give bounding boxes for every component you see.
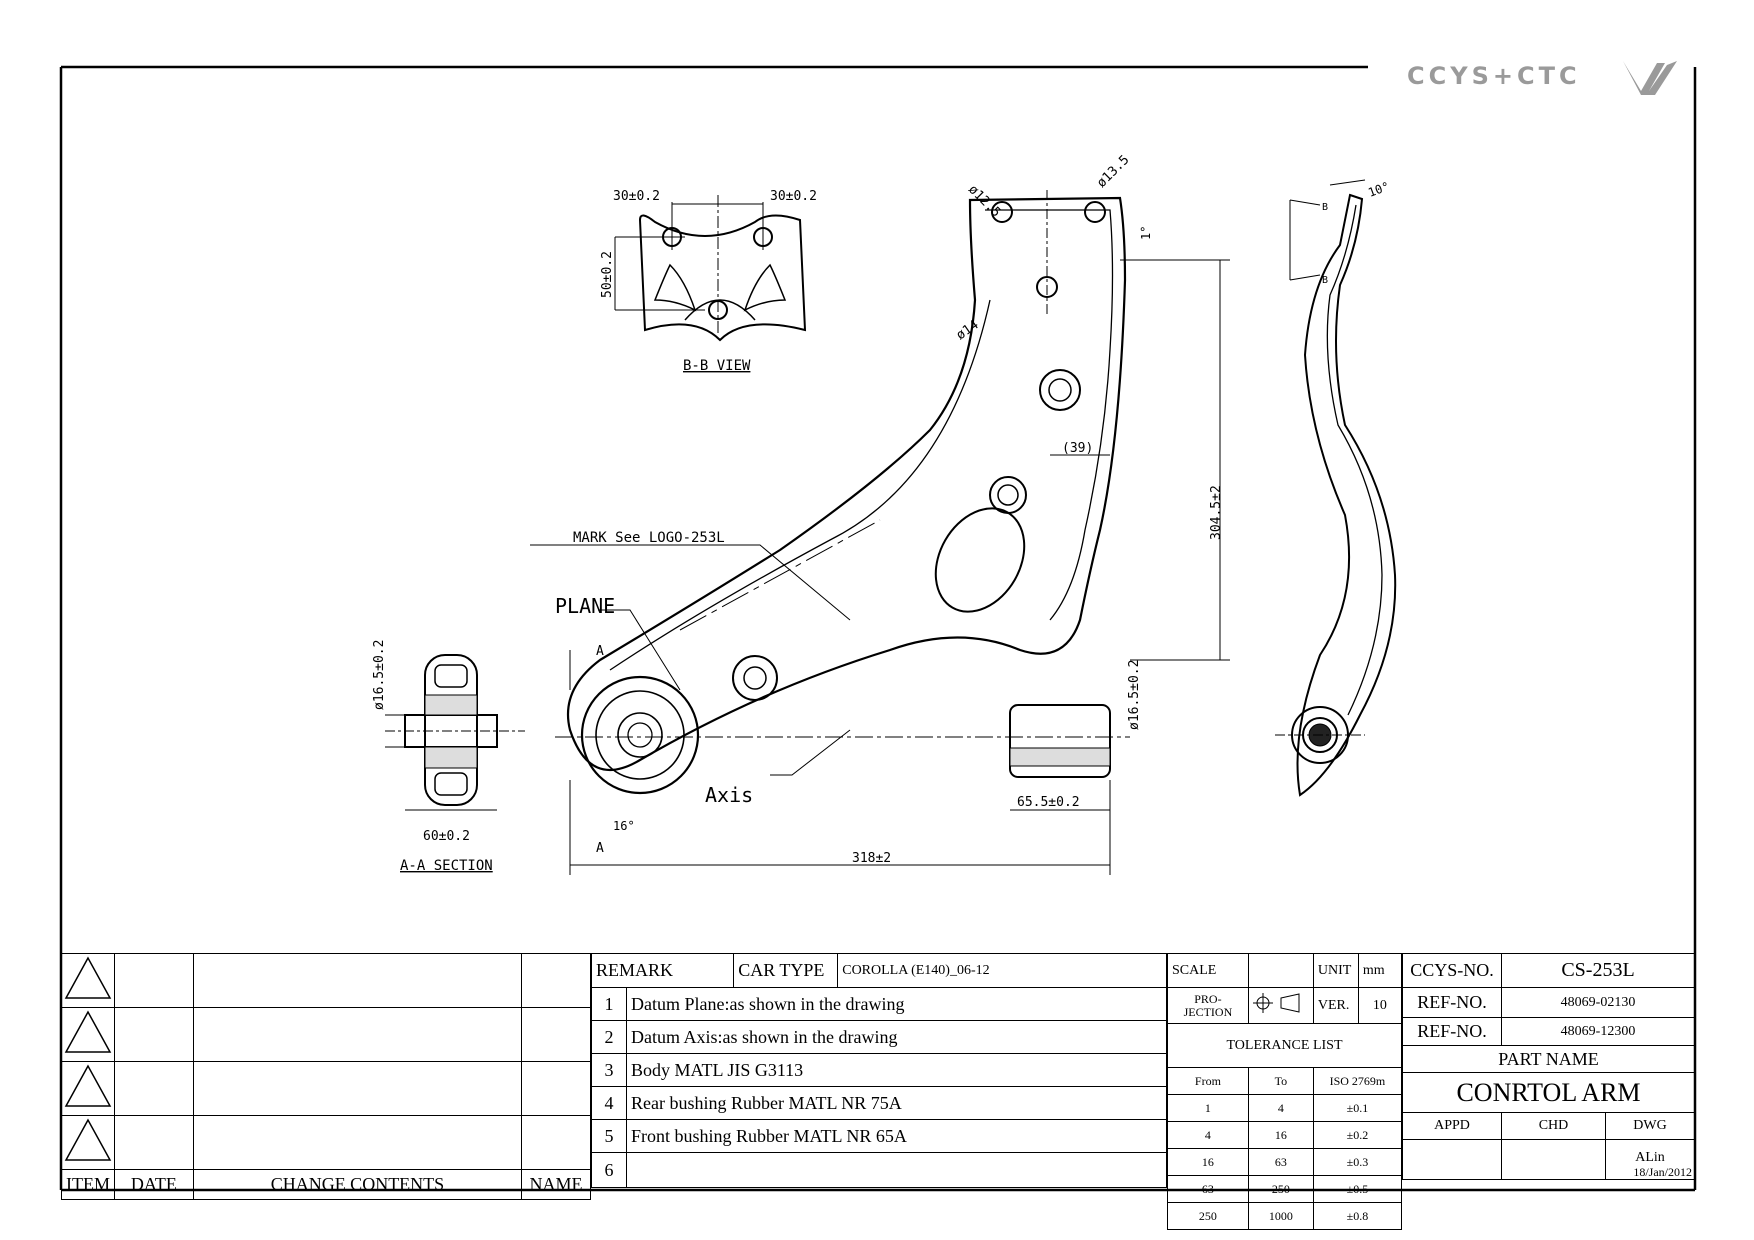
tol-value: ±0.3 bbox=[1312, 1148, 1403, 1176]
tol-from: 4 bbox=[1167, 1121, 1249, 1149]
drawn-date: 18/Jan/2012 bbox=[1633, 1165, 1692, 1179]
plane-label: PLANE bbox=[555, 594, 615, 618]
drawn-by: ALin bbox=[1635, 1150, 1665, 1165]
remark-label: REMARK bbox=[590, 953, 735, 988]
unit-value: mm bbox=[1357, 953, 1403, 988]
revision-triangle-icon bbox=[64, 1118, 112, 1161]
ref-no-1: 48069-02130 bbox=[1501, 987, 1695, 1018]
remark-no: 6 bbox=[591, 1152, 627, 1188]
angle-10: 10° bbox=[1366, 179, 1391, 200]
bb-dim-right: 30±0.2 bbox=[770, 189, 817, 204]
remark-text: Datum Plane:as shown in the drawing bbox=[626, 987, 1167, 1021]
header-name: NAME bbox=[521, 1169, 591, 1200]
spec-table: SCALE UNIT mm PRO- JECTION VER. 10 TOLER… bbox=[1167, 953, 1403, 1230]
ver-label: VER. bbox=[1312, 987, 1359, 1024]
chd-label: CHD bbox=[1501, 1112, 1606, 1140]
company-logo: CCYS+CTC bbox=[1405, 55, 1685, 95]
aa-title: A-A SECTION bbox=[400, 858, 493, 874]
bb-dim-left: 30±0.2 bbox=[613, 189, 660, 204]
header-date: DATE bbox=[114, 1169, 194, 1200]
part-name: CONRTOL ARM bbox=[1402, 1072, 1695, 1113]
tolerance-title: TOLERANCE LIST bbox=[1167, 1023, 1402, 1068]
remark-text: Body MATL JIS G3113 bbox=[626, 1053, 1167, 1087]
tol-value: ±0.5 bbox=[1312, 1175, 1403, 1203]
tol-value: ±0.8 bbox=[1312, 1202, 1403, 1230]
remark-text: Front bushing Rubber MATL NR 65A bbox=[626, 1119, 1167, 1153]
remark-text bbox=[626, 1152, 1167, 1188]
dim-318: 318±2 bbox=[852, 851, 891, 866]
car-type: COROLLA (E140)_06-12 bbox=[837, 953, 1167, 988]
main-arm-view: ø12.5 ø13.5 ø14 1° (39) 304.5±2 MARK See… bbox=[530, 153, 1230, 875]
tol-value: ±0.1 bbox=[1312, 1094, 1403, 1122]
angle-16: 16° bbox=[613, 819, 635, 833]
dim-dia-13-5: ø13.5 bbox=[1094, 153, 1132, 191]
bb-dim-height: 50±0.2 bbox=[600, 251, 615, 298]
remark-no: 1 bbox=[591, 987, 627, 1021]
logo-text: CCYS+CTC bbox=[1407, 62, 1581, 90]
revision-table: ITEM DATE CHANGE CONTENTS NAME bbox=[61, 953, 591, 1200]
header-item: ITEM bbox=[61, 1169, 115, 1200]
revision-triangle-icon bbox=[64, 1064, 112, 1107]
tol-to: 1000 bbox=[1247, 1202, 1314, 1230]
dim-angle-1: 1° bbox=[1139, 226, 1153, 240]
bb-view: 30±0.2 30±0.2 50±0.2 B-B VIEW bbox=[600, 189, 817, 374]
tol-from: 250 bbox=[1167, 1202, 1249, 1230]
remark-no: 2 bbox=[591, 1020, 627, 1054]
scale-label: SCALE bbox=[1167, 953, 1249, 988]
side-view: B B 10° bbox=[1275, 179, 1397, 797]
car-type-label: CAR TYPE bbox=[733, 953, 839, 988]
mark-note: MARK See LOGO-253L bbox=[573, 530, 725, 546]
dwg-label: DWG bbox=[1605, 1112, 1695, 1140]
ref-label: REF-NO. bbox=[1402, 987, 1502, 1018]
appd-label: APPD bbox=[1402, 1112, 1502, 1140]
tol-to-header: To bbox=[1247, 1067, 1314, 1095]
dim-dia-front: ø16.5±0.2 bbox=[1127, 660, 1142, 730]
tol-iso-header: ISO 2769m bbox=[1312, 1067, 1403, 1095]
tol-to: 250 bbox=[1247, 1175, 1314, 1203]
tol-from: 16 bbox=[1167, 1148, 1249, 1176]
ccys-label: CCYS-NO. bbox=[1402, 953, 1502, 988]
ref-label: REF-NO. bbox=[1402, 1017, 1502, 1046]
bb-title: B-B VIEW bbox=[683, 358, 751, 374]
unit-label: UNIT bbox=[1312, 953, 1359, 988]
remark-text: Rear bushing Rubber MATL NR 75A bbox=[626, 1086, 1167, 1120]
ccys-no: CS-253L bbox=[1501, 953, 1695, 988]
dim-39: (39) bbox=[1062, 441, 1093, 456]
dim-65-5: 65.5±0.2 bbox=[1017, 795, 1080, 810]
ver-value: 10 bbox=[1357, 987, 1403, 1024]
section-a-bottom: A bbox=[596, 841, 604, 856]
dim-height-304: 304.5±2 bbox=[1209, 485, 1224, 540]
revision-triangle-icon bbox=[64, 1010, 112, 1053]
ref-no-2: 48069-12300 bbox=[1501, 1017, 1695, 1046]
section-a-top: A bbox=[596, 644, 604, 659]
tol-from: 63 bbox=[1167, 1175, 1249, 1203]
tol-value: ±0.2 bbox=[1312, 1121, 1403, 1149]
title-block: CCYS-NO. CS-253L REF-NO. 48069-02130 REF… bbox=[1402, 953, 1695, 1180]
aa-section: ø16.5±0.2 60±0.2 A-A SECTION bbox=[372, 640, 525, 874]
section-b-bottom: B bbox=[1322, 275, 1328, 286]
tol-from: 1 bbox=[1167, 1094, 1249, 1122]
axis-label: Axis bbox=[705, 783, 753, 807]
aa-dim-width: 60±0.2 bbox=[423, 829, 470, 844]
remark-no: 4 bbox=[591, 1086, 627, 1120]
tol-to: 63 bbox=[1247, 1148, 1314, 1176]
remark-no: 3 bbox=[591, 1053, 627, 1087]
tol-from-header: From bbox=[1167, 1067, 1249, 1095]
aa-dim-dia: ø16.5±0.2 bbox=[372, 640, 387, 710]
remark-text: Datum Axis:as shown in the drawing bbox=[626, 1020, 1167, 1054]
dim-dia-14: ø14 bbox=[954, 317, 982, 343]
tol-to: 16 bbox=[1247, 1121, 1314, 1149]
part-name-label: PART NAME bbox=[1402, 1045, 1695, 1073]
revision-triangle-icon bbox=[64, 956, 112, 999]
section-b-top: B bbox=[1322, 202, 1328, 213]
header-change: CHANGE CONTENTS bbox=[192, 1169, 523, 1200]
remark-no: 5 bbox=[591, 1119, 627, 1153]
tol-to: 4 bbox=[1247, 1094, 1314, 1122]
projection-symbol-icon bbox=[1252, 993, 1300, 1013]
projection-label: PRO- JECTION bbox=[1167, 987, 1249, 1024]
